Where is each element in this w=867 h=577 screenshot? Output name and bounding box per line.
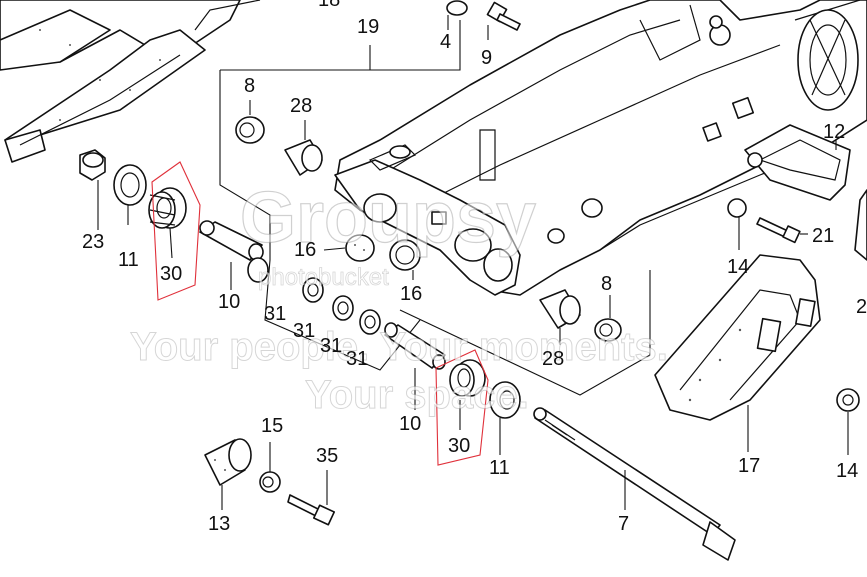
label-15: 15: [261, 415, 283, 437]
bolt-21: [756, 217, 801, 244]
label-31-d: 31: [346, 348, 368, 370]
chain-guide: [744, 124, 851, 201]
label-14-b: 14: [836, 460, 858, 482]
part-labels: 18 19 4 9 8 28 12 23 11 30 10 16 16 31 3…: [82, 0, 867, 535]
label-31-c: 31: [320, 335, 342, 357]
highlight-30-right: [435, 349, 489, 466]
bushing-28-right: [539, 289, 581, 329]
label-17: 17: [738, 455, 760, 477]
leader-lines: [97, 15, 849, 510]
watermark: Groupsy photobucket Your people. Your mo…: [130, 177, 669, 417]
bearing-30-right: [449, 359, 486, 397]
label-10-right: 10: [399, 413, 421, 435]
label-13: 13: [208, 513, 230, 535]
seal-16-b: [389, 239, 421, 271]
watermark-subtitle: photobucket: [258, 264, 389, 291]
collar-8-top: [235, 116, 265, 144]
bolt-14-b: [836, 388, 860, 412]
label-9: 9: [481, 47, 492, 69]
collar-8-right: [594, 318, 622, 342]
bushing-28-top: [284, 139, 323, 176]
collar-11-right: [489, 381, 521, 419]
label-8-right: 8: [601, 273, 612, 295]
label-30-left: 30: [160, 263, 182, 285]
bearings-31: [247, 257, 381, 335]
label-31-a: 31: [264, 303, 286, 325]
label-19: 19: [357, 16, 379, 38]
label-8-top: 8: [244, 75, 255, 97]
label-12: 12: [823, 121, 845, 143]
swingarm: [334, 0, 867, 296]
label-21: 21: [812, 225, 834, 247]
label-10-left: 10: [218, 291, 240, 313]
label-30-right: 30: [448, 435, 470, 457]
label-16-a: 16: [294, 239, 316, 261]
collar-15: [259, 471, 281, 493]
chain-slider: [0, 0, 261, 163]
seal-16-a: [345, 234, 375, 262]
label-23: 23: [82, 231, 104, 253]
label-11-left: 11: [118, 249, 139, 271]
label-28-top: 28: [290, 95, 312, 117]
label-16-b: 16: [400, 283, 422, 305]
highlight-30-left: [151, 161, 201, 301]
roller-13: [204, 438, 252, 486]
bolt-14-a: [727, 198, 747, 218]
label-7: 7: [618, 513, 629, 535]
label-18: 18: [318, 0, 340, 11]
part-2: [854, 189, 867, 261]
pivot-bolt-7: [533, 407, 736, 561]
pipe-10-left: [199, 220, 264, 261]
bearing-30-left: [148, 187, 187, 229]
label-35: 35: [316, 445, 338, 467]
bolt-9: [486, 1, 521, 31]
cap-23: [79, 149, 106, 181]
label-4: 4: [440, 31, 451, 53]
collar-4: [446, 0, 468, 16]
collar-11-left: [113, 164, 147, 206]
watermark-logo: Groupsy: [240, 178, 536, 258]
label-31-b: 31: [293, 320, 315, 342]
label-14-a: 14: [727, 256, 749, 278]
label-11-right: 11: [489, 457, 510, 479]
label-28-right: 28: [542, 348, 564, 370]
watermark-line-2: Your space.: [305, 373, 529, 417]
label-2: 2: [856, 296, 867, 318]
bolt-35: [287, 494, 336, 526]
watermark-line-1: Your people. Your moments.: [130, 325, 668, 369]
chain-slider-17: [654, 254, 821, 421]
